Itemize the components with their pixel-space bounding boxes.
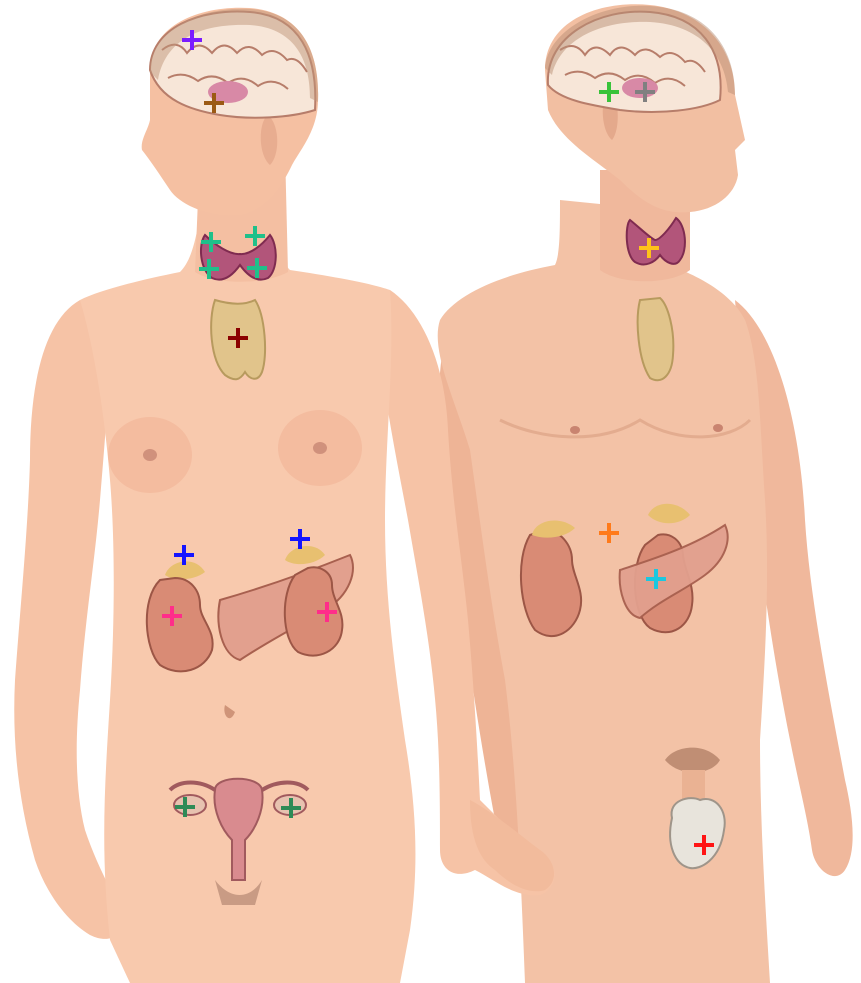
male-nipple-left (570, 426, 580, 434)
female-nipple-left (143, 449, 157, 461)
male-pituitary-gland (622, 78, 658, 98)
male-nipple-right (713, 424, 723, 432)
female-nipple-right (313, 442, 327, 454)
